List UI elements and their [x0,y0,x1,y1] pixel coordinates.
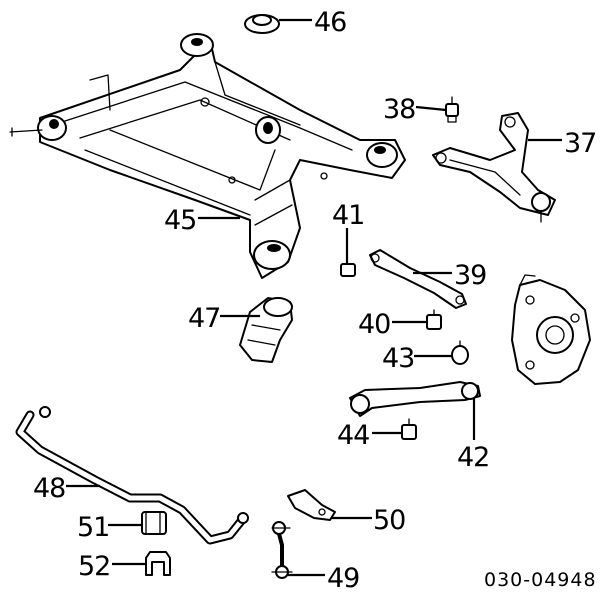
part-51-bushing [141,511,167,535]
callout-41: 41 [332,200,364,231]
callout-52: 52 [78,551,110,582]
part-48-stabilizer-bar [15,406,249,545]
part-43-nut [451,340,469,365]
diagram-reference-code: 030-04948 [484,569,597,591]
callout-46: 46 [314,7,346,38]
part-37-upper-arm [432,112,556,223]
callout-48: 48 [33,473,65,504]
axle-housing-knuckle [511,274,591,385]
callout-50: 50 [373,505,405,536]
part-50-bracket [287,489,336,521]
callout-44: 44 [337,420,369,451]
callout-40: 40 [358,309,390,340]
callout-51: 51 [77,512,109,543]
callout-49: 49 [327,563,359,594]
part-40-bolt [426,309,442,330]
part-42-lower-arm [349,381,481,417]
part-47-bracket [239,297,293,363]
part-38-bolt [445,96,459,123]
part-46-grommet [244,14,280,34]
callout-37: 37 [564,128,596,159]
part-44-bolt [401,418,417,440]
part-45-suspension-member [9,33,406,279]
part-41-bolt [340,263,356,277]
callout-39: 39 [454,260,486,291]
callout-45: 45 [164,205,196,236]
callout-47: 47 [188,303,220,334]
part-49-connecting-rod [271,521,293,579]
part-39-link [369,249,467,309]
leader-lines [66,18,562,577]
callout-38: 38 [383,94,415,125]
callout-42: 42 [457,442,489,473]
callout-43: 43 [382,343,414,374]
part-52-clamp [145,551,171,576]
